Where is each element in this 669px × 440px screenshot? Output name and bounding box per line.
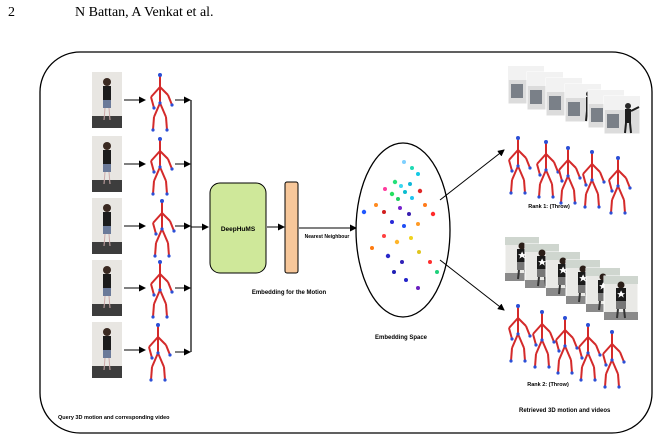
rank2-label: Rank 2: (Throw)	[527, 382, 569, 388]
arrow-to-rank2	[439, 259, 505, 311]
embedding-vector	[284, 181, 299, 274]
deephums-box	[209, 182, 267, 274]
rank2-video-frames	[504, 236, 639, 321]
page-number: 2	[8, 5, 15, 20]
rank1-skeletons	[508, 135, 633, 216]
figure-frame	[39, 51, 653, 434]
embedding-space-label: Embedding Space	[375, 335, 428, 341]
query-photo-3	[91, 197, 123, 255]
query-skeleton-4	[150, 259, 175, 320]
embedding-points	[361, 160, 439, 290]
photo-to-skeleton-arrows	[124, 96, 146, 354]
query-caption: Query 3D motion and corresponding video	[58, 415, 170, 421]
query-skeleton-1	[150, 72, 175, 133]
page-header: 2 N Battan, A Venkat et al.	[0, 0, 669, 30]
query-skeleton-2	[150, 136, 175, 197]
embedding-space-ellipse	[355, 142, 451, 318]
query-skeleton-5	[148, 322, 173, 383]
running-authors: N Battan, A Venkat et al.	[75, 5, 214, 20]
rank1-video-frames	[507, 65, 641, 135]
deephums-label: DeepHuMS	[221, 226, 256, 233]
query-photo-5	[91, 321, 123, 379]
rank1-label: Rank 1: (Throw)	[528, 204, 570, 210]
skeleton-to-bus-arrows	[175, 96, 191, 356]
embedding-label: Embedding for the Motion	[252, 290, 327, 296]
nearest-neighbour-label: Nearest Neighbour	[305, 234, 350, 240]
query-skeleton-3	[152, 198, 177, 259]
query-photo-2	[91, 135, 123, 193]
arrow-to-rank1	[439, 149, 505, 201]
retrieved-caption: Retrieved 3D motion and videos	[519, 408, 611, 414]
query-photo-1	[91, 71, 123, 129]
query-photo-4	[91, 259, 123, 317]
